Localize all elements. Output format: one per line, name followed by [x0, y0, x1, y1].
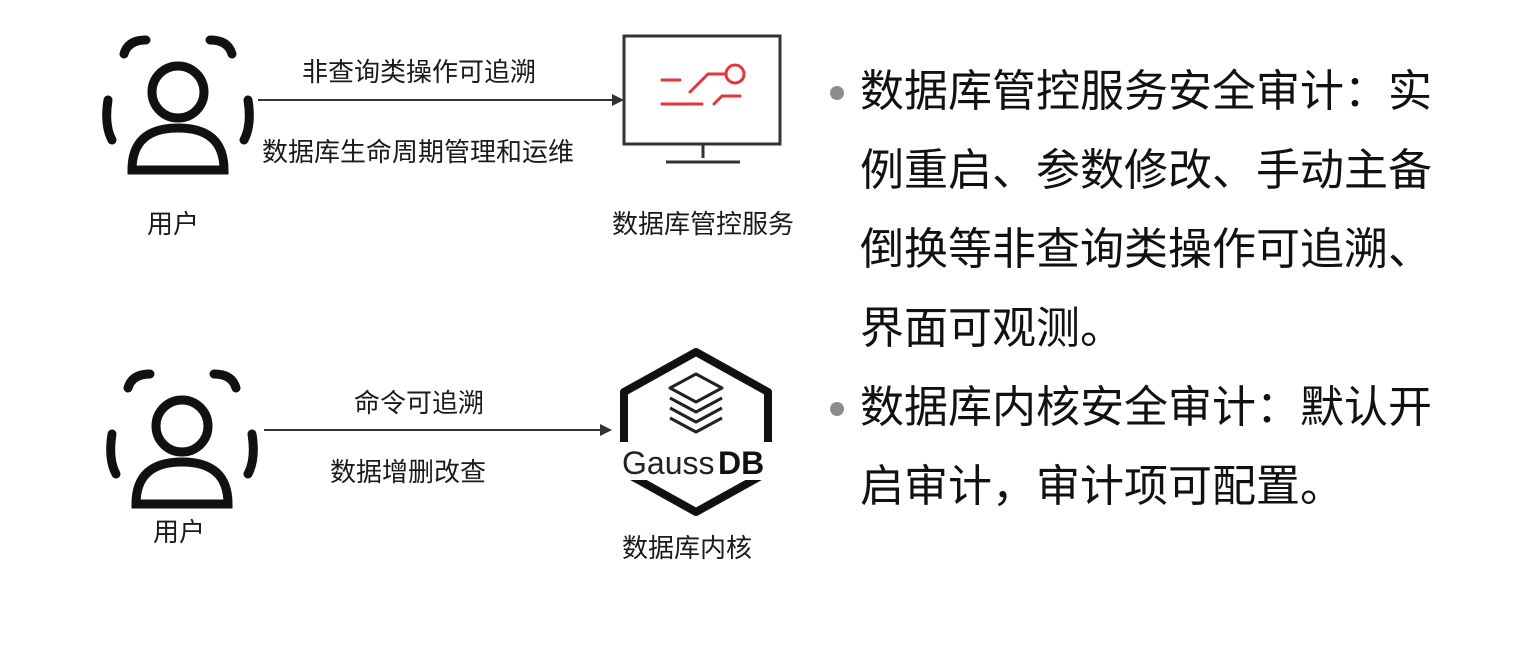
bullet-list: 数据库管控服务安全审计：实 例重启、参数修改、手动主备 倒换等非查询类操作可追溯…	[830, 52, 1490, 526]
flow2-target-label: 数据库内核	[622, 534, 753, 564]
bullet-line: 数据库管控服务安全审计：实	[860, 66, 1432, 117]
bullet-dot	[830, 402, 844, 416]
bullet-line: 界面可观测。	[860, 303, 1124, 354]
bullet-item-mgmt-audit: 数据库管控服务安全审计：实 例重启、参数修改、手动主备 倒换等非查询类操作可追溯…	[830, 52, 1490, 368]
flow2-arrow-head	[600, 424, 612, 436]
bullet-dot	[830, 86, 844, 100]
flow1-user-label: 用户	[147, 210, 200, 240]
logo-text-db: DB	[718, 445, 764, 481]
flow2-arrow-top-label: 命令可追溯	[354, 389, 485, 419]
flow1-arrow-head	[612, 94, 624, 106]
bullet-line: 数据库内核安全审计：默认开	[860, 382, 1432, 433]
gaussdb-logo: Gauss DB	[618, 348, 774, 516]
flow1-arrow-top-label: 非查询类操作可追溯	[302, 58, 537, 88]
flow2-arrow-bottom-label: 数据增删改查	[330, 458, 487, 488]
monitor-icon	[622, 34, 782, 164]
flow2-arrow	[264, 429, 602, 431]
bullet-line: 倒换等非查询类操作可追溯、	[860, 224, 1432, 275]
user-icon	[106, 369, 258, 509]
user-icon	[102, 35, 254, 175]
flow1-target-label: 数据库管控服务	[612, 210, 795, 240]
flow1-arrow-bottom-label: 数据库生命周期管理和运维	[262, 138, 575, 168]
bullet-item-kernel-audit: 数据库内核安全审计：默认开 启审计，审计项可配置。	[830, 368, 1490, 526]
bullet-line: 例重启、参数修改、手动主备	[860, 145, 1432, 196]
flow1-arrow	[258, 99, 614, 101]
bullet-line: 启审计，审计项可配置。	[860, 461, 1344, 512]
flow2-user-label: 用户	[153, 518, 206, 548]
logo-text-gauss: Gauss	[622, 445, 714, 481]
